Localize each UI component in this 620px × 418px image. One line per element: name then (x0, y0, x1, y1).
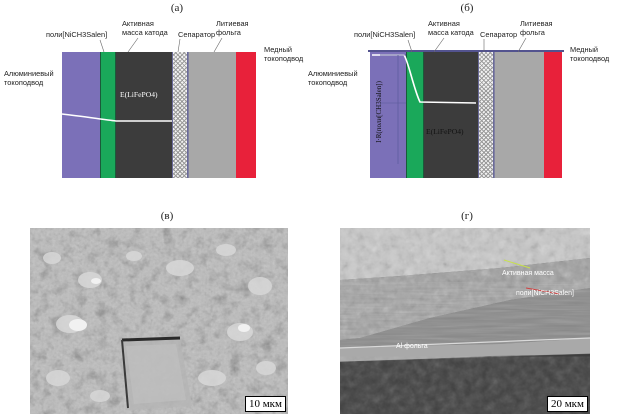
label-aluminium-b: Алюминиевый токоподвод (308, 69, 358, 87)
label-copper-b-line2: токоподвод (570, 53, 610, 63)
label-lithium-foil-a: Литиевая фольга (216, 19, 249, 37)
leader-lines-a (99, 37, 223, 53)
copper-collector-a (236, 52, 256, 178)
panel-a-letter: (а) (170, 2, 184, 14)
label-lithium-foil-a-line2: фольга (216, 27, 241, 37)
label-lithium-foil-b: Литиевая фольга (520, 19, 553, 37)
label-active-mass-a: Активная масса катода (122, 19, 168, 37)
label-copper-b: Медный токоподвод (570, 45, 610, 63)
label-lithium-foil-b-line1: Литиевая (520, 19, 553, 28)
label-poly-a: поли[NiCH3Salen] (46, 30, 108, 39)
poly-layer-b (406, 52, 424, 178)
label-separator-a: Сепаратор (178, 30, 216, 39)
label-copper-a-line2: токоподвод (264, 53, 304, 63)
label-copper-b-line1: Медный (570, 45, 599, 54)
label-aluminium-a-line1: Алюминиевый (4, 69, 54, 78)
potential-label-a: E(LiFePO4) (120, 90, 158, 99)
annotation-al-foil-d: Al фольга (396, 343, 428, 350)
leader-lines-b (407, 37, 527, 53)
sem-texture-c (30, 228, 288, 414)
scale-bar-c: 10 мкм (244, 396, 286, 412)
active-mass-layer-a (116, 52, 172, 178)
sem-texture-d (340, 228, 590, 414)
panel-b-letter: (б) (460, 2, 474, 14)
potential-label-b: E(LiFePO4) (426, 127, 464, 136)
label-aluminium-b-line2: токоподвод (308, 77, 348, 87)
potential-curve-a (61, 113, 172, 122)
panel-d-letter: (г) (461, 210, 473, 222)
label-lithium-foil-a-line1: Литиевая (216, 19, 249, 28)
lithium-foil-b (494, 52, 544, 178)
potential-curve-b (368, 50, 564, 164)
poly-layer-a (100, 52, 116, 178)
separator-layer-b (478, 52, 494, 178)
panel-c-letter: (в) (160, 210, 174, 222)
label-aluminium-a: Алюминиевый токоподвод (4, 69, 54, 87)
label-aluminium-b-line1: Алюминиевый (308, 69, 358, 78)
panel-b-diagram: E(LiFePO4) I·R(поли[CH3Salen]) (0, 0, 620, 200)
sem-image-c: 10 мкм (30, 228, 288, 414)
panel-a-diagram: E(LiFePO4) (0, 0, 300, 200)
label-active-mass-b: Активная масса катода (428, 19, 474, 37)
sem-image-d: Активная масса поли[NiCH3Salen] Al фольг… (340, 228, 590, 414)
label-poly-b: поли[NiCH3Salen] (354, 30, 416, 39)
label-copper-a: Медный токоподвод (264, 45, 304, 63)
label-aluminium-a-line2: токоподвод (4, 77, 44, 87)
label-lithium-foil-b-line2: фольга (520, 27, 545, 37)
scale-bar-d: 20 мкм (546, 396, 588, 412)
annotation-active-mass-d: Активная масса (502, 270, 554, 277)
label-active-mass-b-line1: Активная (428, 19, 460, 28)
label-separator-b: Сепаратор (480, 30, 518, 39)
label-active-mass-a-line1: Активная (122, 19, 154, 28)
ir-drop-label-b: I·R(поли[CH3Salen]) (374, 81, 383, 143)
label-active-mass-a-line2: масса катода (122, 27, 168, 37)
separator-layer-a (172, 52, 188, 178)
aluminium-collector-b (370, 52, 406, 178)
label-active-mass-b-line2: масса катода (428, 27, 474, 37)
active-mass-layer-b (424, 52, 478, 178)
label-copper-a-line1: Медный (264, 45, 293, 54)
annotation-poly-d: поли[NiCH3Salen] (516, 290, 574, 297)
lithium-foil-a (188, 52, 236, 178)
copper-collector-b (544, 52, 562, 178)
